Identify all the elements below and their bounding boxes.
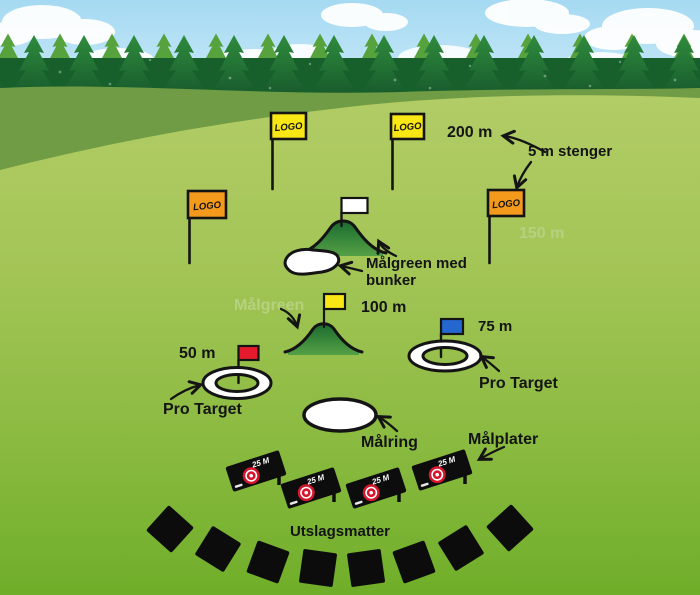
yellow-flag (322, 292, 347, 311)
arrow-to-100m-mound (279, 307, 297, 326)
flag-logo-label: LOGO (393, 121, 422, 134)
label-malgreen-bunker-line2: bunker (366, 272, 416, 289)
diagram-labels: 200 m 5 m stenger Målgreen med bunker 10… (163, 124, 612, 540)
target-ring-ellipse (302, 397, 378, 433)
label-5m-stenger: 5 m stenger (528, 143, 612, 160)
watermark-150m: 150 m (519, 225, 564, 242)
forest-speckles (58, 58, 677, 90)
target-plate: 25 M (225, 450, 287, 492)
flag-logo-label: LOGO (193, 200, 222, 213)
arrow-to-right-ring (482, 357, 501, 373)
bunker (283, 247, 341, 276)
pro-target-ring-left (201, 344, 273, 400)
flag-150-left: LOGO (186, 189, 228, 265)
tee-mat (346, 548, 386, 588)
label-malring: Målring (361, 433, 418, 451)
cloud (485, 0, 590, 34)
blue-flag (439, 317, 465, 336)
flag-cloth (486, 188, 526, 218)
watermark-malgreen: Målgreen (234, 296, 304, 314)
label-100m: 100 m (361, 299, 406, 316)
flag-logo-label: LOGO (274, 121, 303, 134)
cloud (321, 3, 408, 31)
label-utslagsmatter: Utslagsmatter (290, 523, 390, 540)
target-plate: 25 M (280, 467, 342, 509)
tee-mat (298, 548, 338, 588)
label-75m: 75 m (478, 318, 512, 335)
flag-200-left: LOGO (269, 111, 308, 191)
arrow-to-target-green (379, 242, 398, 258)
label-pro-target-left: Pro Target (163, 401, 243, 418)
red-flag (237, 344, 260, 362)
label-50m: 50 m (179, 345, 215, 362)
annotation-arrows (169, 136, 547, 459)
label-malgreen-bunker-line1: Målgreen med (366, 255, 467, 272)
flag-cloth (389, 112, 426, 141)
white-flag (340, 196, 369, 215)
flag-200-right: LOGO (389, 112, 426, 191)
pro-target-ring-right (407, 317, 483, 373)
target-green-mound (298, 196, 388, 256)
flag-cloth (186, 189, 228, 220)
arrow-to-malring (379, 417, 399, 433)
cloud (0, 5, 115, 46)
flag-logo-label: LOGO (492, 198, 521, 211)
arrow-to-150m-flag (517, 160, 533, 187)
arrow-to-bunker (341, 266, 364, 271)
label-pro-target-right: Pro Target (479, 375, 559, 392)
label-malplater: Målplater (468, 430, 538, 448)
target-plate: 25 M (411, 449, 473, 491)
label-200m: 200 m (447, 124, 492, 141)
target-plate: 25 M (345, 467, 407, 509)
arrow-to-200m-flag (504, 136, 547, 154)
mound-100m (283, 292, 364, 355)
flag-cloth (269, 111, 308, 141)
flag-150-right: LOGO (486, 188, 526, 265)
arrow-to-malplater (480, 445, 506, 459)
arrow-to-left-ring (169, 385, 200, 401)
